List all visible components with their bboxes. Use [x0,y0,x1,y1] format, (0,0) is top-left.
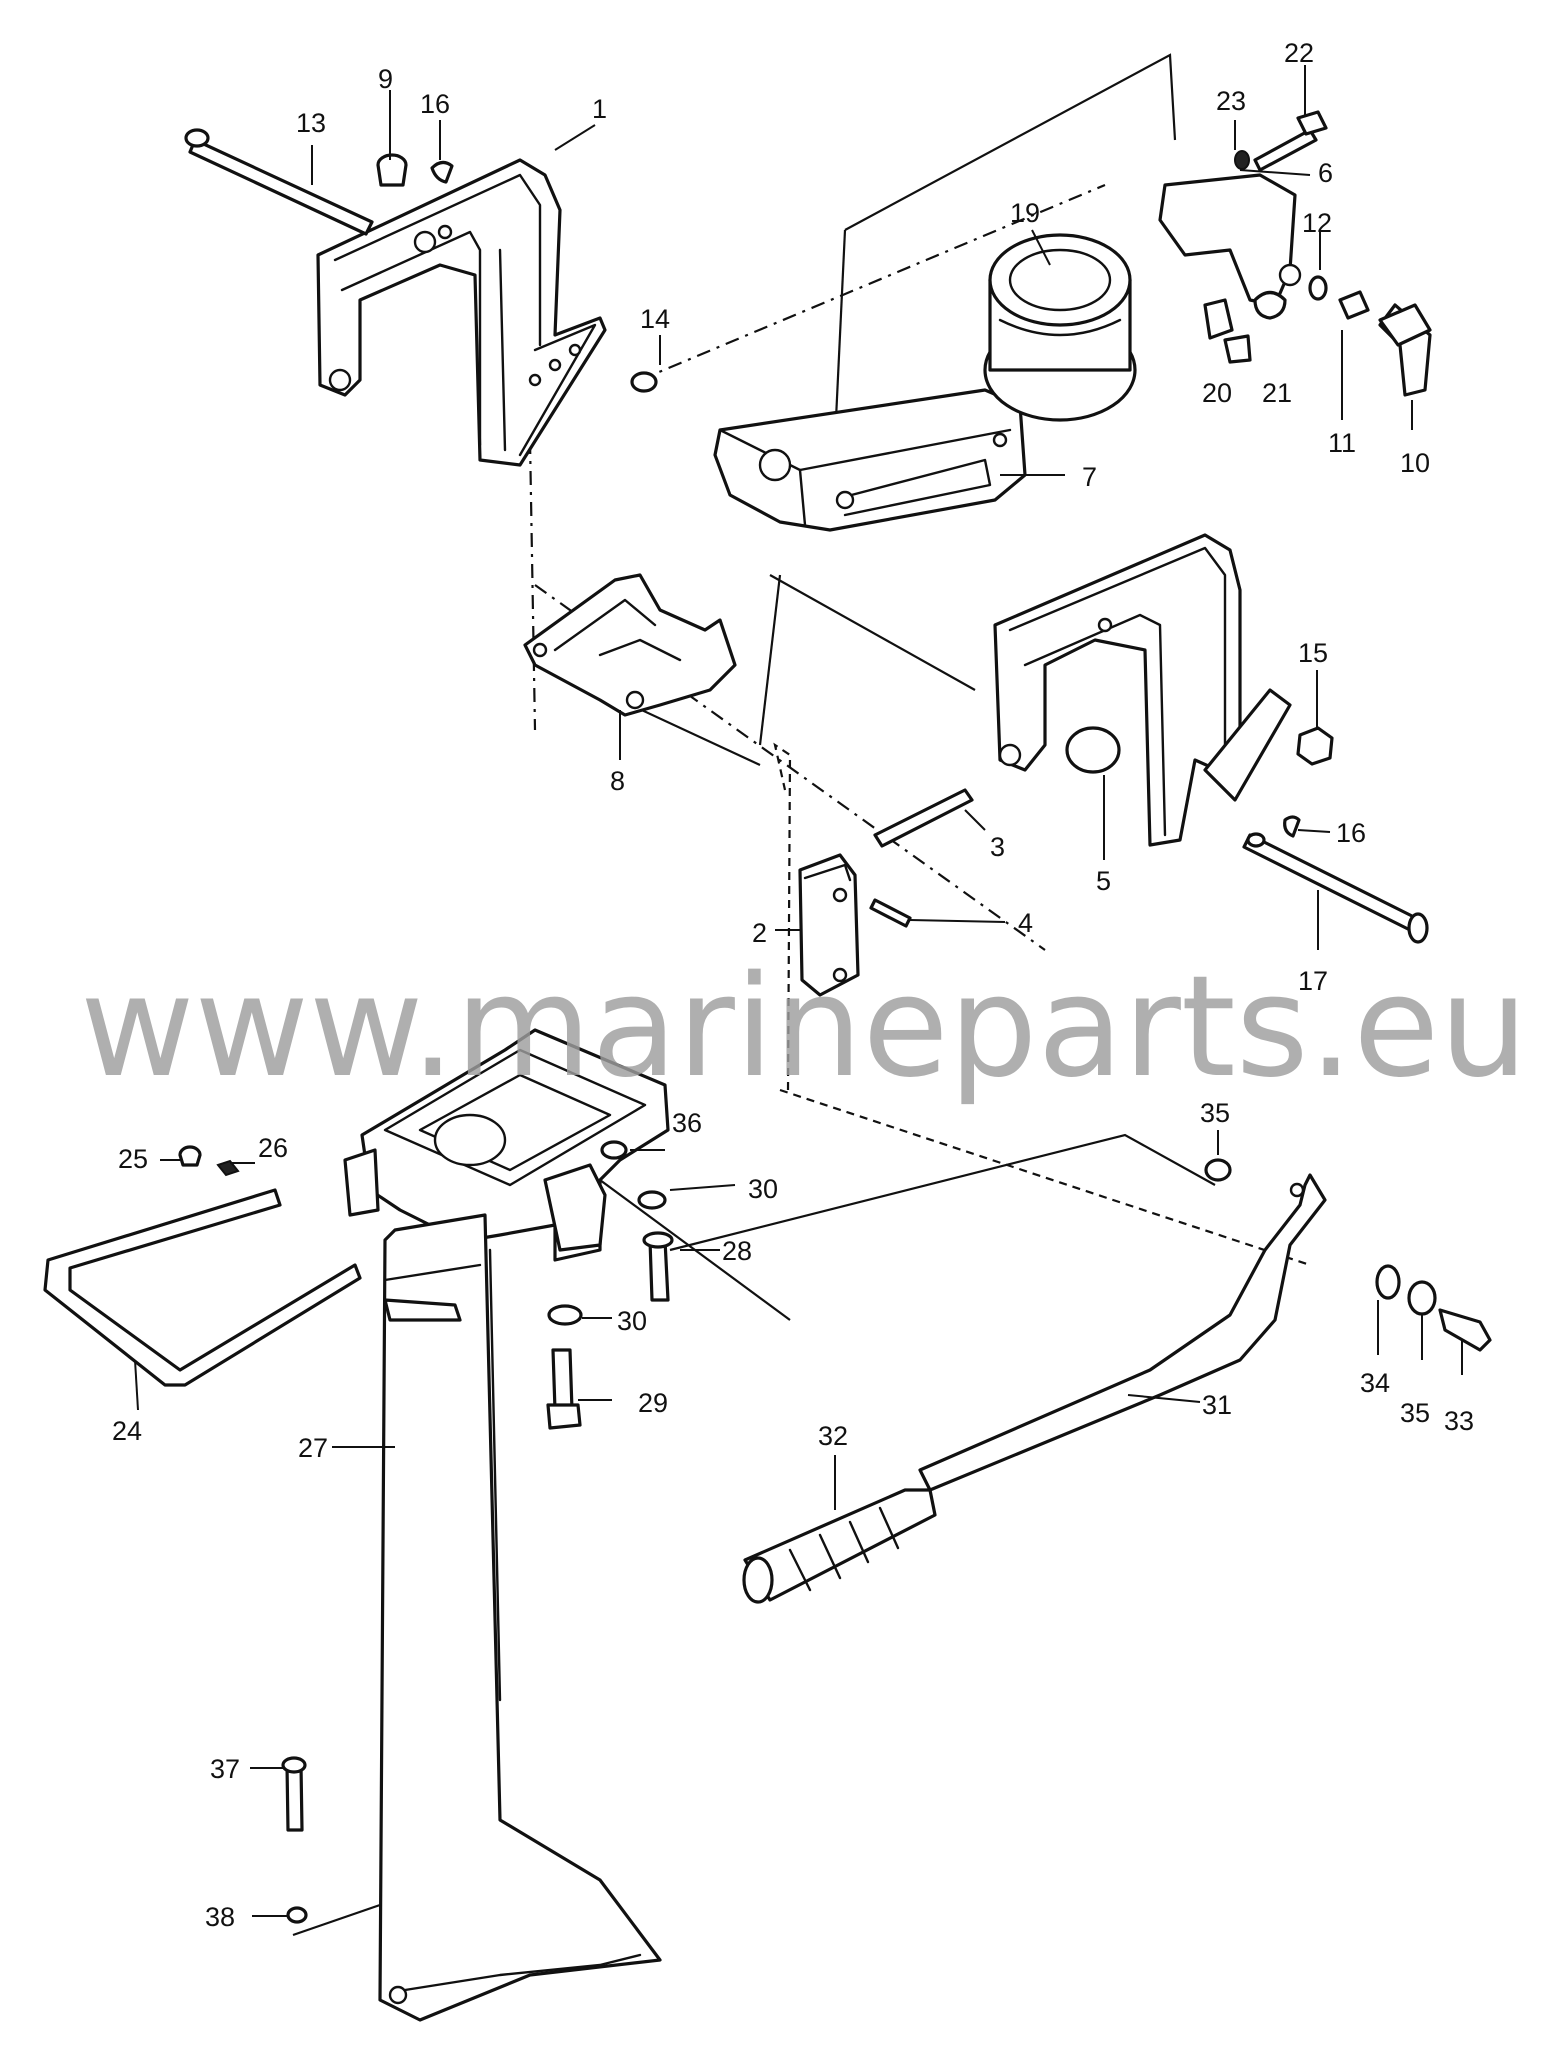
washer-36 [600,1140,628,1160]
callout-27: 27 [298,1433,328,1463]
callout-16-top: 16 [420,89,450,119]
spring-11 [1338,290,1370,320]
callout-14: 14 [640,304,670,334]
swivel-housing-7 [713,388,1027,532]
bolt-13 [184,128,374,236]
lead-38-link [292,1903,381,1937]
callout-19: 19 [1010,198,1040,228]
callout-23: 23 [1216,86,1246,116]
washer-38 [286,1906,308,1924]
callout-32: 32 [818,1421,848,1451]
clamp-bracket-right [993,533,1292,847]
callout-36: 36 [672,1108,702,1138]
callout-4: 4 [1018,908,1033,938]
pin-4 [869,898,912,928]
pin-16-top [430,160,454,184]
callout-34: 34 [1360,1368,1390,1398]
pin-3 [873,788,974,848]
pin-16-bottom [1283,815,1301,838]
axis-line-swivel [639,183,1106,382]
callout-8: 8 [610,766,625,796]
callout-30-upper: 30 [748,1174,778,1204]
assembly-lines [292,53,1311,1937]
nut-15 [1296,726,1334,766]
mount-bracket-8 [523,573,737,717]
clamp-pad-2 [798,853,860,997]
frame-24 [43,1188,362,1387]
callout-35-top: 35 [1200,1098,1230,1128]
axis-line-bracket [528,439,537,731]
axis-line-handle-bolt [779,1088,1311,1267]
callout-28-right: 28 [722,1236,752,1266]
steering-bracket [343,1028,670,1262]
bushing-19 [983,233,1137,422]
bolt-37 [281,1756,307,1832]
callout-30-lower: 30 [617,1306,647,1336]
callout-9: 9 [378,64,393,94]
frame-line-mid-left [758,574,782,746]
bolt-17 [1242,832,1429,944]
callout-38: 38 [205,1902,235,1932]
callout-26: 26 [258,1133,288,1163]
leader-lines [134,65,1463,1917]
parts-22-23 [1234,110,1328,172]
washer-30-upper [637,1190,667,1210]
pad-5 [1065,726,1121,774]
callout-10: 10 [1400,448,1430,478]
callout-3: 3 [990,832,1005,862]
callout-24: 24 [112,1416,142,1446]
frame-line-left [833,229,847,441]
screw-10 [1378,303,1432,397]
callout-5: 5 [1096,866,1111,896]
leg-27 [378,1213,662,2022]
screw-25 [178,1145,202,1167]
screw-9 [376,153,408,187]
callout-37: 37 [210,1754,240,1784]
callout-20: 20 [1202,378,1232,408]
grip-32 [742,1488,937,1604]
callout-13: 13 [296,108,326,138]
bolt-28 [642,1231,674,1302]
washer-14 [630,371,658,393]
watermark-text: www.marineparts.eu [80,946,1528,1109]
callout-15: 15 [1298,638,1328,668]
washer-12 [1308,275,1328,301]
clamp-bracket-left [316,158,607,467]
callout-22: 22 [1284,38,1314,68]
bolt-33 [1438,1308,1492,1352]
callout-29: 29 [638,1388,668,1418]
callout-35-bottom: 35 [1400,1398,1430,1428]
frame-line-handle [669,1133,1216,1252]
clamp-6 [1158,173,1302,320]
tiller-arm-31 [918,1173,1327,1492]
callout-12: 12 [1302,208,1332,238]
callout-16-bottom: 16 [1336,818,1366,848]
callout-1: 1 [592,94,607,124]
callout-11: 11 [1328,428,1356,458]
frame-line-top [844,53,1177,231]
callout-6: 6 [1318,158,1333,188]
bolt-29 [546,1348,582,1430]
nut-26 [216,1159,240,1177]
callout-21: 21 [1262,378,1292,408]
washer-34 [1375,1264,1401,1300]
washer-30-lower [547,1304,583,1326]
callout-7: 7 [1082,462,1097,492]
callout-25: 25 [118,1144,148,1174]
frame-line-mid [769,574,976,691]
callout-33: 33 [1444,1406,1474,1436]
callout-2: 2 [752,918,767,948]
washer-35-bottom [1407,1280,1437,1316]
parts-20-21 [1203,298,1252,364]
callout-17: 17 [1298,966,1328,996]
callout-labels: 9 16 13 1 22 23 6 12 19 20 21 11 10 14 7… [112,38,1474,1932]
washer-35-top [1204,1158,1232,1182]
callout-31: 31 [1202,1390,1232,1420]
